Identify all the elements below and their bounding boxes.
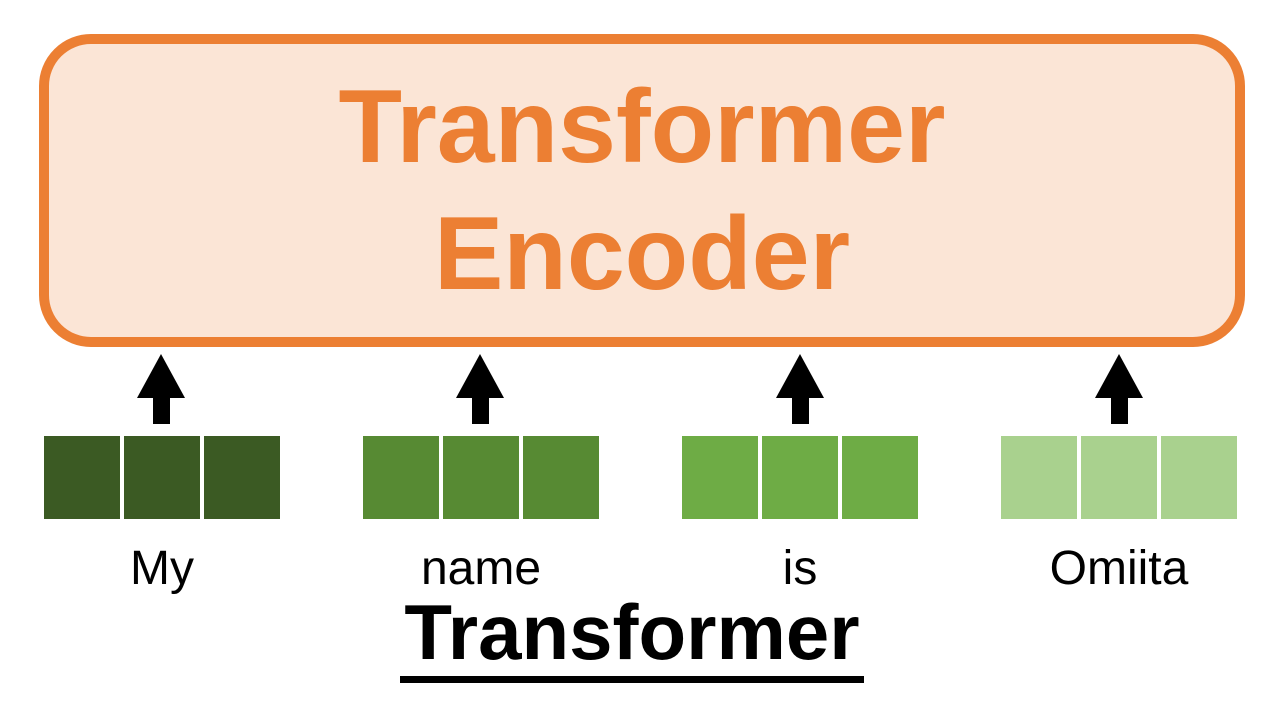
token-word-label: Omiita	[1049, 542, 1189, 595]
embedding-cells	[682, 436, 918, 519]
encoder-box-title-line1: Transformer	[338, 68, 946, 185]
embedding-cell	[1081, 436, 1157, 519]
embedding-cell	[762, 436, 838, 519]
embedding-cell	[363, 436, 439, 519]
token-group-name: name	[363, 436, 599, 596]
embedding-cell	[682, 436, 758, 519]
embedding-cell	[204, 436, 280, 519]
diagram-caption: Transformer	[400, 593, 864, 683]
token-group-my: My	[44, 436, 280, 596]
embedding-cells	[44, 436, 280, 519]
embedding-cell	[443, 436, 519, 519]
embedding-cell	[1001, 436, 1077, 519]
token-word-label: My	[130, 542, 194, 595]
transformer-encoder-box: Transformer Encoder	[39, 34, 1245, 347]
token-word-label: name	[420, 542, 542, 595]
up-arrow-icon	[1095, 354, 1143, 424]
up-arrow-icon	[776, 354, 824, 424]
token-word-label: is	[782, 542, 818, 595]
embedding-cell	[842, 436, 918, 519]
up-arrow-icon	[456, 354, 504, 424]
embedding-cells	[1001, 436, 1237, 519]
embedding-cells	[363, 436, 599, 519]
caption-container: Transformer	[0, 593, 1264, 683]
token-group-is: is	[682, 436, 918, 596]
up-arrow-stem	[471, 398, 489, 424]
token-group-omiita: Omiita	[1001, 436, 1237, 596]
up-arrow-stem	[791, 398, 809, 424]
up-arrow-head	[1095, 354, 1143, 398]
embedding-cell	[44, 436, 120, 519]
embedding-cell	[523, 436, 599, 519]
up-arrow-head	[137, 354, 185, 398]
up-arrow-stem	[152, 398, 170, 424]
embedding-cell	[124, 436, 200, 519]
up-arrow-stem	[1110, 398, 1128, 424]
up-arrow-icon	[137, 354, 185, 424]
embedding-cell	[1161, 436, 1237, 519]
up-arrow-head	[776, 354, 824, 398]
up-arrow-head	[456, 354, 504, 398]
encoder-box-title-line2: Encoder	[433, 195, 851, 312]
